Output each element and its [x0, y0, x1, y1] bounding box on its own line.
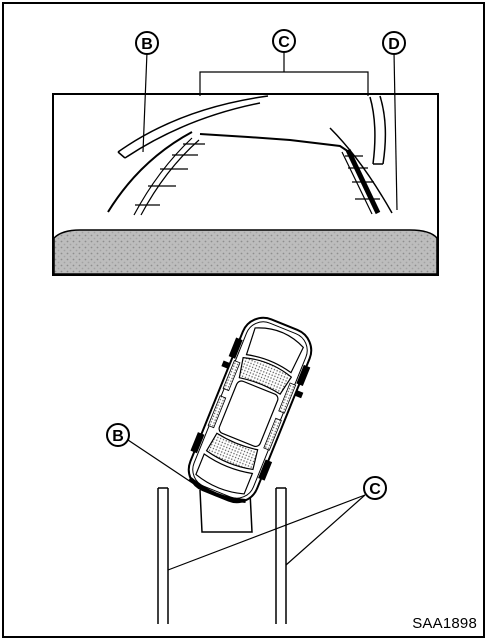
guide-top-connector [199, 133, 350, 153]
callout-b-top-label: B [141, 36, 153, 53]
camera-display [52, 50, 439, 276]
callout-b-bottom-label: B [112, 428, 124, 445]
callout-b-top: B [135, 31, 159, 55]
vehicle-top-view [187, 316, 313, 504]
predicted-course-line-right [369, 96, 376, 165]
predicted-course-line-left [117, 95, 269, 153]
distance-guide-right-thick [345, 148, 381, 215]
callout-b-bottom: B [106, 423, 130, 447]
parking-diagram [127, 316, 366, 624]
vehicle-width-guide-right [329, 127, 393, 214]
callout-c-top: C [272, 29, 296, 53]
parking-slot-line-right [275, 487, 287, 624]
vehicle-width-guide-left [107, 131, 193, 213]
callout-c-bottom: C [363, 476, 387, 500]
vehicle-width-guide-area [199, 489, 253, 533]
parking-slot-line-left [157, 487, 169, 624]
distance-guide-ticks [135, 143, 380, 206]
callout-c-bottom-label: C [369, 481, 381, 498]
figure-code: SAA1898 [412, 615, 477, 632]
callout-d-top: D [382, 31, 406, 55]
callout-c-top-label: C [278, 34, 290, 51]
callout-d-top-label: D [388, 36, 400, 53]
rear-bumper-band [53, 229, 438, 275]
